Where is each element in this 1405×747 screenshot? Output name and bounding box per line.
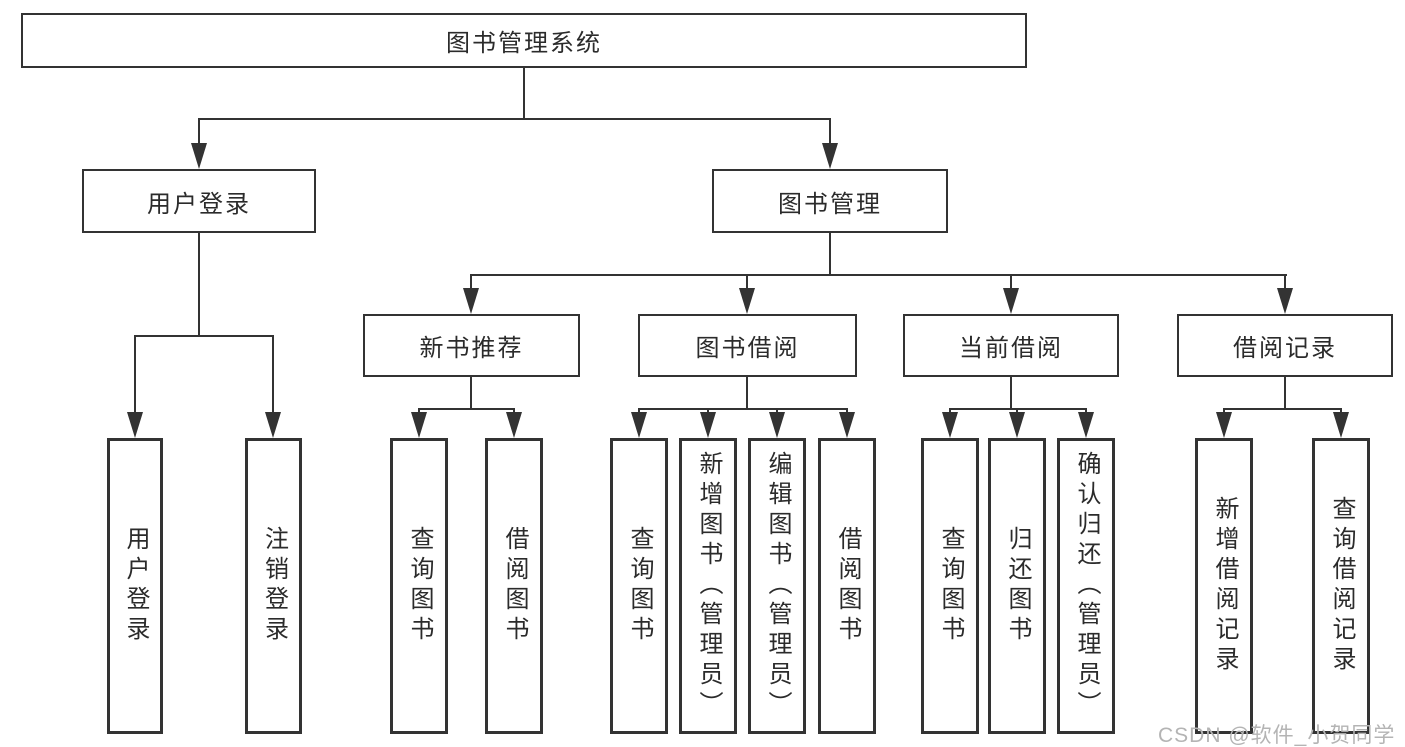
leaf-query-books-borrow: 查询图书 xyxy=(610,438,668,734)
arrowhead-down-icon xyxy=(411,412,427,438)
arrowhead-down-icon xyxy=(739,288,755,314)
node-new-book-recommend-label: 新书推荐 xyxy=(419,335,524,362)
leaf-edit-books-admin: 编辑图书（管理员） xyxy=(748,438,806,734)
node-current-borrow-label: 当前借阅 xyxy=(959,335,1063,362)
leaf-query-borrow-record: 查询借阅记录 xyxy=(1312,438,1370,734)
arrowhead-down-icon xyxy=(1277,288,1293,314)
arrowhead-down-icon xyxy=(463,288,479,314)
arrowhead-down-icon xyxy=(631,412,647,438)
arrowhead-down-icon xyxy=(942,412,958,438)
connector-line xyxy=(829,233,831,276)
leaf-return-books: 归还图书 xyxy=(988,438,1046,734)
leaf-logout-label: 注销登录 xyxy=(260,526,288,646)
node-book-management: 图书管理 xyxy=(712,169,948,233)
leaf-edit-books-admin-label: 编辑图书（管理员） xyxy=(764,451,791,721)
connector-line xyxy=(134,335,136,414)
leaf-add-books-admin-label: 新增图书（管理员） xyxy=(695,451,722,721)
connector-line xyxy=(949,408,1087,410)
arrowhead-down-icon xyxy=(769,412,785,438)
leaf-borrow-books-label: 借阅图书 xyxy=(834,526,861,646)
connector-line xyxy=(418,408,515,410)
leaf-confirm-return-admin-label: 确认归还（管理员） xyxy=(1073,451,1100,721)
connector-line xyxy=(470,274,472,290)
arrowhead-down-icon xyxy=(839,412,855,438)
connector-line xyxy=(1284,274,1286,290)
arrowhead-down-icon xyxy=(265,412,281,438)
node-root: 图书管理系统 xyxy=(21,13,1027,68)
leaf-query-books-recommend-label: 查询图书 xyxy=(406,526,433,646)
connector-line xyxy=(198,118,200,146)
arrowhead-down-icon xyxy=(1333,412,1349,438)
connector-line xyxy=(746,377,748,410)
connector-line xyxy=(1010,377,1012,410)
node-current-borrow: 当前借阅 xyxy=(903,314,1119,377)
leaf-borrow-books-recommend-label: 借阅图书 xyxy=(501,526,528,646)
connector-line xyxy=(272,335,274,414)
node-book-borrow-label: 图书借阅 xyxy=(695,335,800,362)
node-user-login-label: 用户登录 xyxy=(147,190,251,218)
arrowhead-down-icon xyxy=(127,412,143,438)
leaf-query-books-borrow-label: 查询图书 xyxy=(626,526,653,646)
arrowhead-down-icon xyxy=(1009,412,1025,438)
node-borrow-records-label: 借阅记录 xyxy=(1233,335,1337,362)
leaf-query-books-current-label: 查询图书 xyxy=(937,526,964,646)
connector-line xyxy=(746,274,748,290)
leaf-logout: 注销登录 xyxy=(245,438,302,734)
node-book-management-label: 图书管理 xyxy=(778,190,882,218)
connector-line xyxy=(198,118,831,120)
leaf-query-books-recommend: 查询图书 xyxy=(390,438,448,734)
leaf-return-books-label: 归还图书 xyxy=(1004,526,1031,646)
leaf-query-borrow-record-label: 查询借阅记录 xyxy=(1328,496,1355,676)
node-borrow-records: 借阅记录 xyxy=(1177,314,1393,377)
leaf-add-borrow-record-label: 新增借阅记录 xyxy=(1211,496,1238,676)
leaf-confirm-return-admin: 确认归还（管理员） xyxy=(1057,438,1115,734)
node-book-borrow: 图书借阅 xyxy=(638,314,857,377)
leaf-add-borrow-record: 新增借阅记录 xyxy=(1195,438,1253,734)
arrowhead-down-icon xyxy=(1216,412,1232,438)
connector-line xyxy=(198,233,200,337)
node-new-book-recommend: 新书推荐 xyxy=(363,314,580,377)
leaf-borrow-books: 借阅图书 xyxy=(818,438,876,734)
arrowhead-down-icon xyxy=(191,143,207,169)
connector-line xyxy=(470,274,1287,276)
arrowhead-down-icon xyxy=(1003,288,1019,314)
connector-line xyxy=(638,408,848,410)
connector-line xyxy=(829,118,831,146)
connector-line xyxy=(523,68,525,119)
connector-line xyxy=(1010,274,1012,290)
arrowhead-down-icon xyxy=(1078,412,1094,438)
connector-line xyxy=(1223,408,1342,410)
arrowhead-down-icon xyxy=(506,412,522,438)
arrowhead-down-icon xyxy=(700,412,716,438)
node-root-label: 图书管理系统 xyxy=(446,30,602,57)
arrowhead-down-icon xyxy=(822,143,838,169)
leaf-query-books-current: 查询图书 xyxy=(921,438,979,734)
connector-line xyxy=(470,377,472,410)
leaf-add-books-admin: 新增图书（管理员） xyxy=(679,438,737,734)
leaf-user-login: 用户登录 xyxy=(107,438,163,734)
connector-line xyxy=(1284,377,1286,410)
node-user-login: 用户登录 xyxy=(82,169,316,233)
leaf-user-login-label: 用户登录 xyxy=(122,526,149,646)
csdn-watermark: CSDN @软件_小贺同学 xyxy=(1158,724,1396,747)
leaf-borrow-books-recommend: 借阅图书 xyxy=(485,438,543,734)
connector-line xyxy=(134,335,274,337)
